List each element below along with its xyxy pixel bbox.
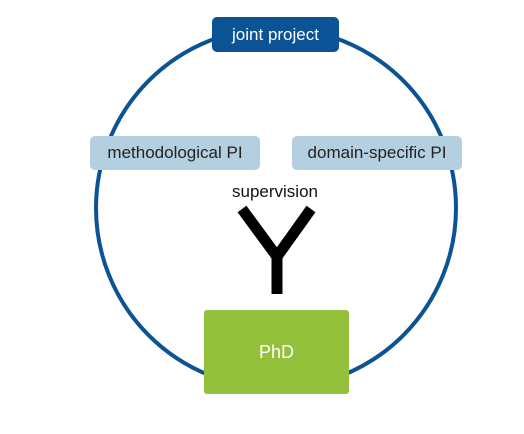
y-right-arm [271, 205, 316, 262]
joint-project-box: joint project [212, 17, 339, 52]
supervision-label: supervision [232, 182, 318, 201]
phd-box: PhD [204, 310, 349, 394]
methodological-pi-box: methodological PI [90, 136, 260, 170]
domain-specific-pi-box: domain-specific PI [292, 136, 462, 170]
y-left-arm [237, 205, 283, 262]
